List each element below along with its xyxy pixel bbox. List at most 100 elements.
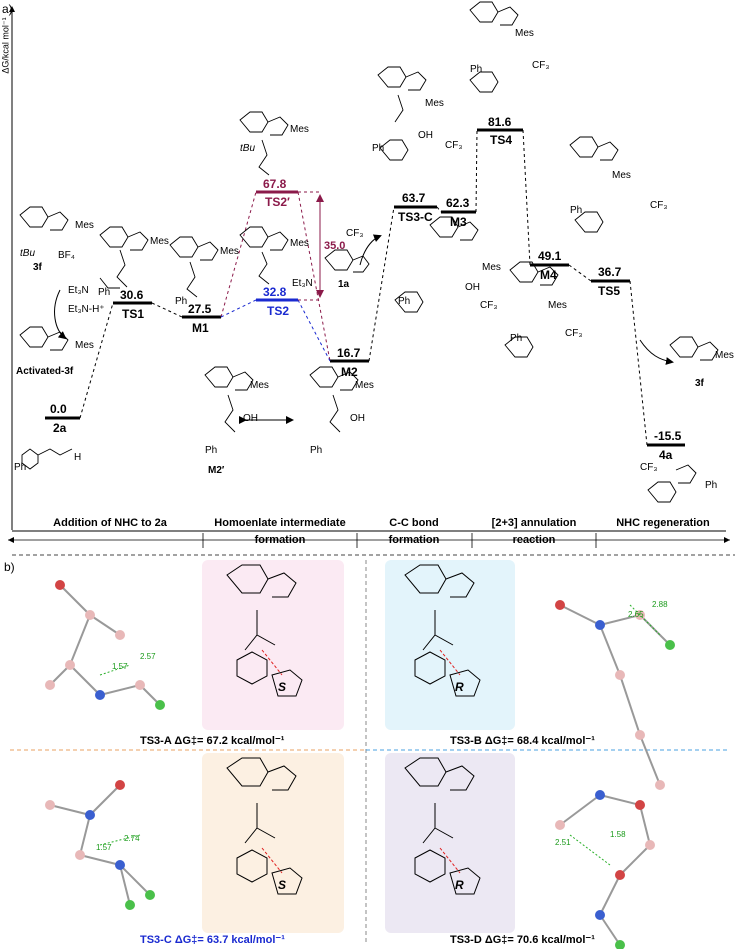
stage-4-line2: reaction [512, 534, 556, 546]
distance-ts3a-2: 2.57 [140, 652, 156, 661]
label-cf3-m4: CF₃ [565, 328, 583, 339]
distance-ts3b-2: 2.88 [652, 600, 668, 609]
distance-ts3c-2: 2.74 [124, 834, 140, 843]
stage-label-2: Homoenlate intermediate formation [205, 517, 355, 546]
ts3c-structure-panel [202, 753, 344, 933]
label-mes-ts2p: Mes [290, 124, 309, 135]
stage-2-line2: formation [254, 534, 306, 546]
caption-ts3c: TS3-C ΔG‡= 63.7 kcal/mol⁻¹ [140, 934, 285, 946]
label-mes-m1: Mes [220, 246, 239, 257]
stage-label-4: [2+3] annulation reaction [473, 517, 595, 546]
name-M4: M4 [540, 268, 557, 282]
stereo-ts3a: S [278, 680, 287, 694]
energy-TS5: 36.7 [598, 265, 622, 279]
ts-structure-sketches [45, 564, 675, 949]
label-et3nh: Et₃N-H⁺ [68, 304, 105, 315]
energy-TS4: 81.6 [488, 115, 512, 129]
stage-3-line2: formation [388, 534, 440, 546]
stage-4-line1: [2+3] annulation [491, 517, 577, 529]
ts3a-structure-panel [202, 560, 344, 730]
stage-2-line1: Homoenlate intermediate [214, 517, 346, 529]
energy-TS2p: 67.8 [263, 177, 287, 191]
energy-M1: 27.5 [188, 302, 212, 316]
name-TS3C: TS3-C [398, 210, 433, 224]
ts3d-structure-panel [385, 753, 515, 933]
name-4a: 4a [659, 448, 673, 462]
label-cf3-m3: CF₃ [480, 300, 498, 311]
distance-ts3d-2: 1.58 [610, 830, 626, 839]
ts3b-structure-panel [385, 560, 515, 730]
distance-ts3a-1: 1.57 [112, 662, 128, 671]
stage-1-line1: Addition of NHC to 2a [53, 517, 167, 529]
stage-label-3: C-C bond formation [358, 517, 470, 546]
distance-ts3b-1: 2.65 [628, 610, 644, 619]
label-ph-ts4: Ph [470, 64, 483, 75]
name-2a: 2a [53, 421, 67, 435]
stage-3-line1: C-C bond [389, 517, 439, 529]
energy-TS1: 30.6 [120, 288, 144, 302]
label-ph-ts3c: Ph [372, 143, 385, 154]
label-ph-m2p-l: Ph [205, 445, 218, 456]
label-ph-m2p-r: Ph [310, 445, 323, 456]
energy-M2: 16.7 [337, 346, 361, 360]
label-activated-3f: Activated-3f [16, 366, 74, 377]
label-mes-ts1: Mes [150, 236, 169, 247]
energy-M3: 62.3 [446, 196, 470, 210]
distance-ts3d-1: 2.51 [555, 838, 571, 847]
name-M1: M1 [192, 321, 209, 335]
label-mes-m4: Mes [548, 300, 567, 311]
label-h-2a: H [74, 452, 82, 463]
energy-4a: -15.5 [654, 429, 682, 443]
name-TS2: TS2 [267, 304, 290, 318]
panel-b-dividers [10, 560, 730, 945]
energy-M4: 49.1 [538, 249, 562, 263]
panel-a-label: a) [2, 2, 13, 16]
panel-b-label: b) [4, 560, 15, 574]
label-et3n-ts2: Et₃N [292, 278, 313, 289]
label-oh-m2p-r: OH [350, 413, 365, 424]
name-M3: M3 [450, 215, 467, 229]
stage-5-line1: NHC regeneration [616, 517, 710, 529]
barrier-diff: 35.0 [324, 240, 346, 252]
label-mes-m2p-r: Mes [355, 380, 374, 391]
label-cf3-ts3c: CF₃ [445, 140, 463, 151]
label-mes-ts5: Mes [612, 170, 631, 181]
label-et3n: Et₃N [68, 285, 89, 296]
label-mes-m3: Mes [482, 262, 501, 273]
energy-2a: 0.0 [50, 402, 67, 416]
label-mes-m2p-l: Mes [250, 380, 269, 391]
label-mes-3f-end: Mes [715, 350, 734, 361]
label-tbu-ts2p: tBu [240, 143, 256, 154]
energy-TS3C: 63.7 [402, 191, 426, 205]
label-bf4: BF₄ [58, 250, 75, 261]
label-mes-ts4: Mes [515, 28, 534, 39]
label-ph-ts1: Ph [98, 287, 111, 298]
label-ph-2a: Ph [14, 462, 27, 473]
energy-TS2: 32.8 [263, 285, 287, 299]
label-oh-m3: OH [465, 282, 480, 293]
stereo-ts3d: R [455, 878, 464, 892]
name-M2: M2 [341, 365, 358, 379]
label-mes-act: Mes [75, 340, 94, 351]
label-3f: 3f [33, 262, 42, 273]
energy-profile-diagram [8, 1, 735, 556]
label-ph-4a: Ph [705, 480, 718, 491]
label-oh-ts3c: OH [418, 130, 433, 141]
caption-ts3b: TS3-B ΔG‡= 68.4 kcal/mol⁻¹ [450, 735, 595, 747]
label-m2p: M2′ [208, 465, 225, 476]
label-ph-m4: Ph [510, 333, 523, 344]
level-bars [45, 128, 685, 447]
ball-stick-models [45, 580, 675, 949]
label-oh-m2p-l: OH [243, 413, 258, 424]
stage-label-5: NHC regeneration [598, 517, 728, 529]
caption-ts3a: TS3-A ΔG‡= 67.2 kcal/mol⁻¹ [140, 735, 285, 747]
label-mes-ts3c: Mes [425, 98, 444, 109]
name-TS1: TS1 [122, 307, 145, 321]
label-mes-3f: Mes [75, 220, 94, 231]
label-cf3-4a: CF₃ [640, 462, 658, 473]
distance-ts3c-1: 1.57 [96, 843, 112, 852]
label-cf3-ts4: CF₃ [532, 60, 550, 71]
molecule-sketches [19, 1, 719, 503]
label-cf3-1a: CF₃ [346, 228, 364, 239]
label-1a: 1a [338, 279, 350, 290]
